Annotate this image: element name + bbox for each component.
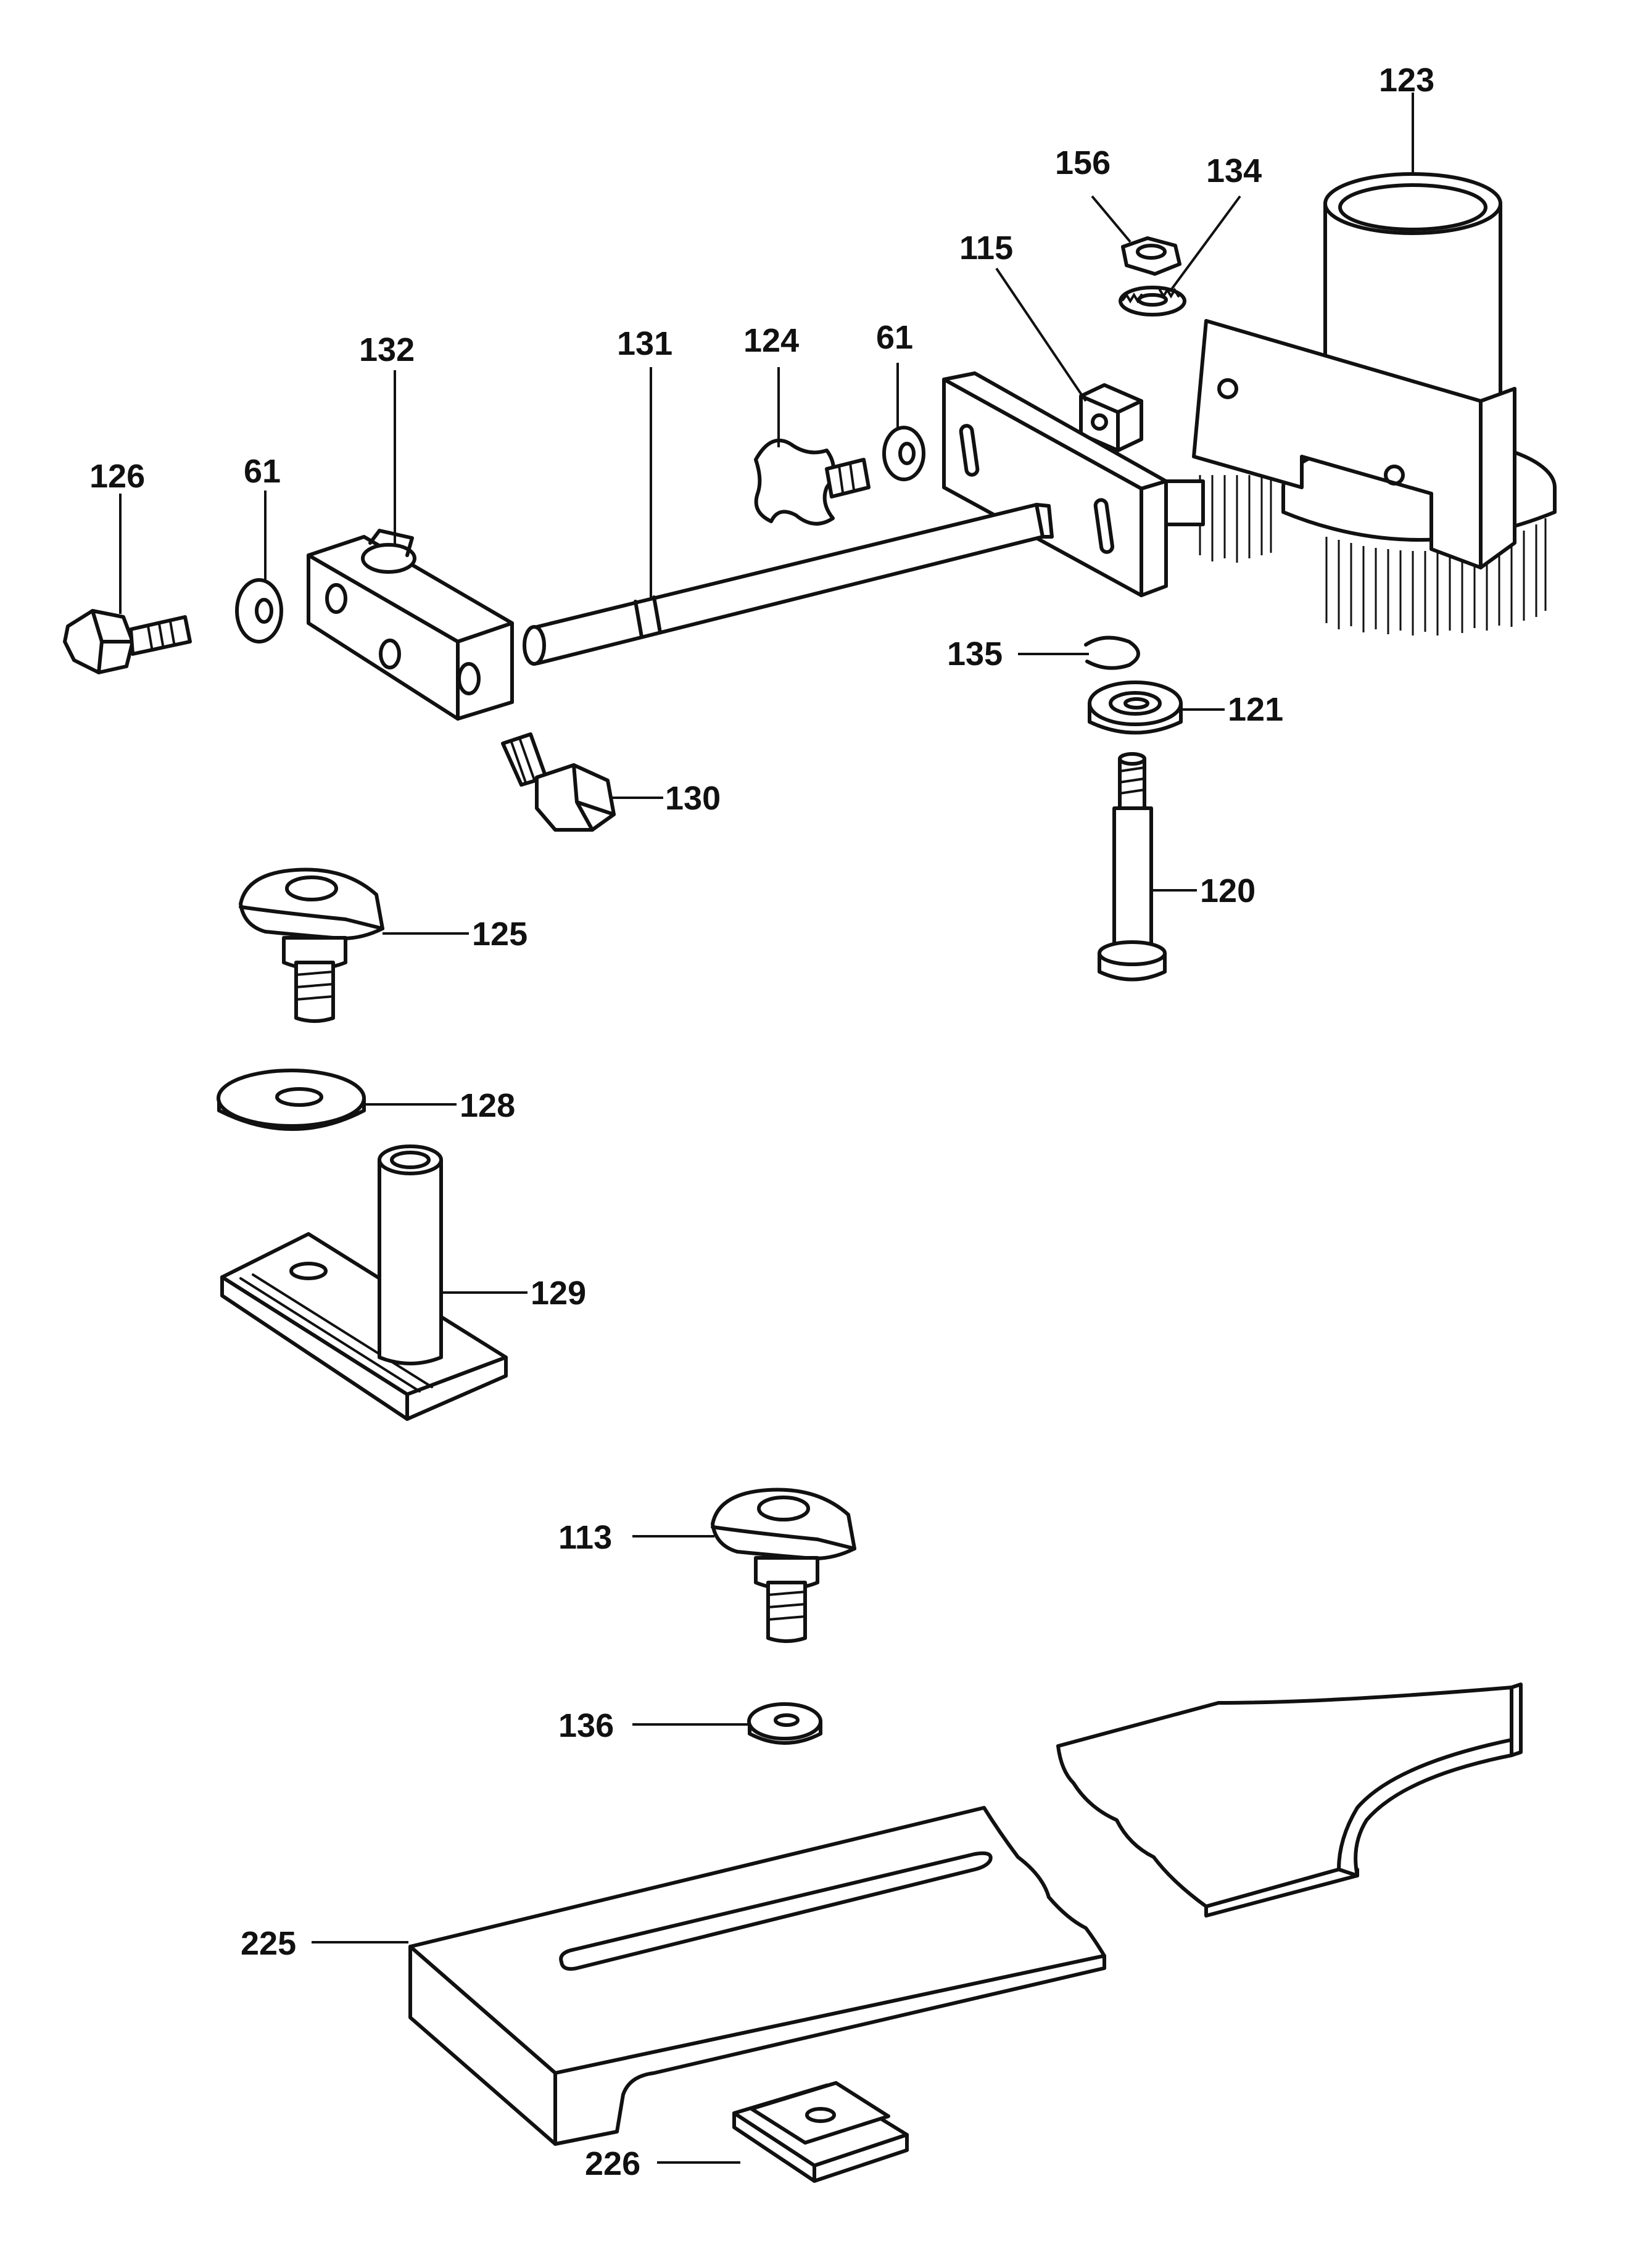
callout-225: 225 xyxy=(241,1925,296,1962)
callout-226: 226 xyxy=(585,2145,640,2182)
callout-124: 124 xyxy=(743,322,799,359)
part-135-circlip xyxy=(1084,635,1140,670)
part-131-guide-rod xyxy=(523,503,1054,666)
brush-bristles xyxy=(1199,475,1547,635)
callout-131: 131 xyxy=(617,325,672,362)
callout-61-left: 61 xyxy=(244,453,281,490)
callout-123: 123 xyxy=(1379,62,1434,99)
part-124-star-knob xyxy=(754,438,871,526)
callout-120: 120 xyxy=(1200,872,1256,909)
callout-113: 113 xyxy=(558,1519,612,1556)
callout-labels: 123 156 134 115 124 61 132 131 126 61 13… xyxy=(89,62,1434,2182)
callout-115: 115 xyxy=(959,230,1013,267)
part-126-hex-bolt xyxy=(63,609,192,674)
part-120-shoulder-bolt xyxy=(1098,752,1167,982)
part-125-wing-knob xyxy=(239,867,384,1023)
callout-129: 129 xyxy=(531,1275,586,1312)
part-61-washer-right xyxy=(882,426,925,481)
part-128-flat-washer xyxy=(217,1069,366,1131)
callout-134: 134 xyxy=(1206,152,1262,189)
callout-135: 135 xyxy=(947,635,1003,673)
callout-136: 136 xyxy=(558,1707,614,1744)
part-136-washer xyxy=(747,1702,822,1745)
callout-132: 132 xyxy=(359,331,415,368)
callout-156: 156 xyxy=(1055,144,1111,181)
part-132-clamp-block xyxy=(307,529,514,721)
part-134-lock-washer xyxy=(1119,286,1186,317)
part-61-washer-left xyxy=(235,578,283,644)
part-130-hex-bolt xyxy=(501,732,616,832)
part-113-wing-knob xyxy=(711,1488,856,1643)
part-156-nut xyxy=(1121,236,1181,276)
callout-121: 121 xyxy=(1228,691,1283,728)
callout-125: 125 xyxy=(472,916,527,953)
mounting-plate xyxy=(942,371,1205,597)
callout-128: 128 xyxy=(460,1087,515,1124)
callout-126: 126 xyxy=(89,458,145,495)
part-226-slide-nut xyxy=(732,2081,909,2183)
part-123-brush-head xyxy=(1192,172,1557,635)
part-115-square-nut xyxy=(1079,383,1143,452)
part-129-base-plate-post xyxy=(220,1144,508,1421)
part-121-bearing xyxy=(1088,681,1183,735)
callout-130: 130 xyxy=(665,780,721,817)
part-225-guide-fence xyxy=(408,1682,1523,2146)
callout-61-right: 61 xyxy=(876,319,913,356)
leader-lines xyxy=(119,93,1414,2164)
